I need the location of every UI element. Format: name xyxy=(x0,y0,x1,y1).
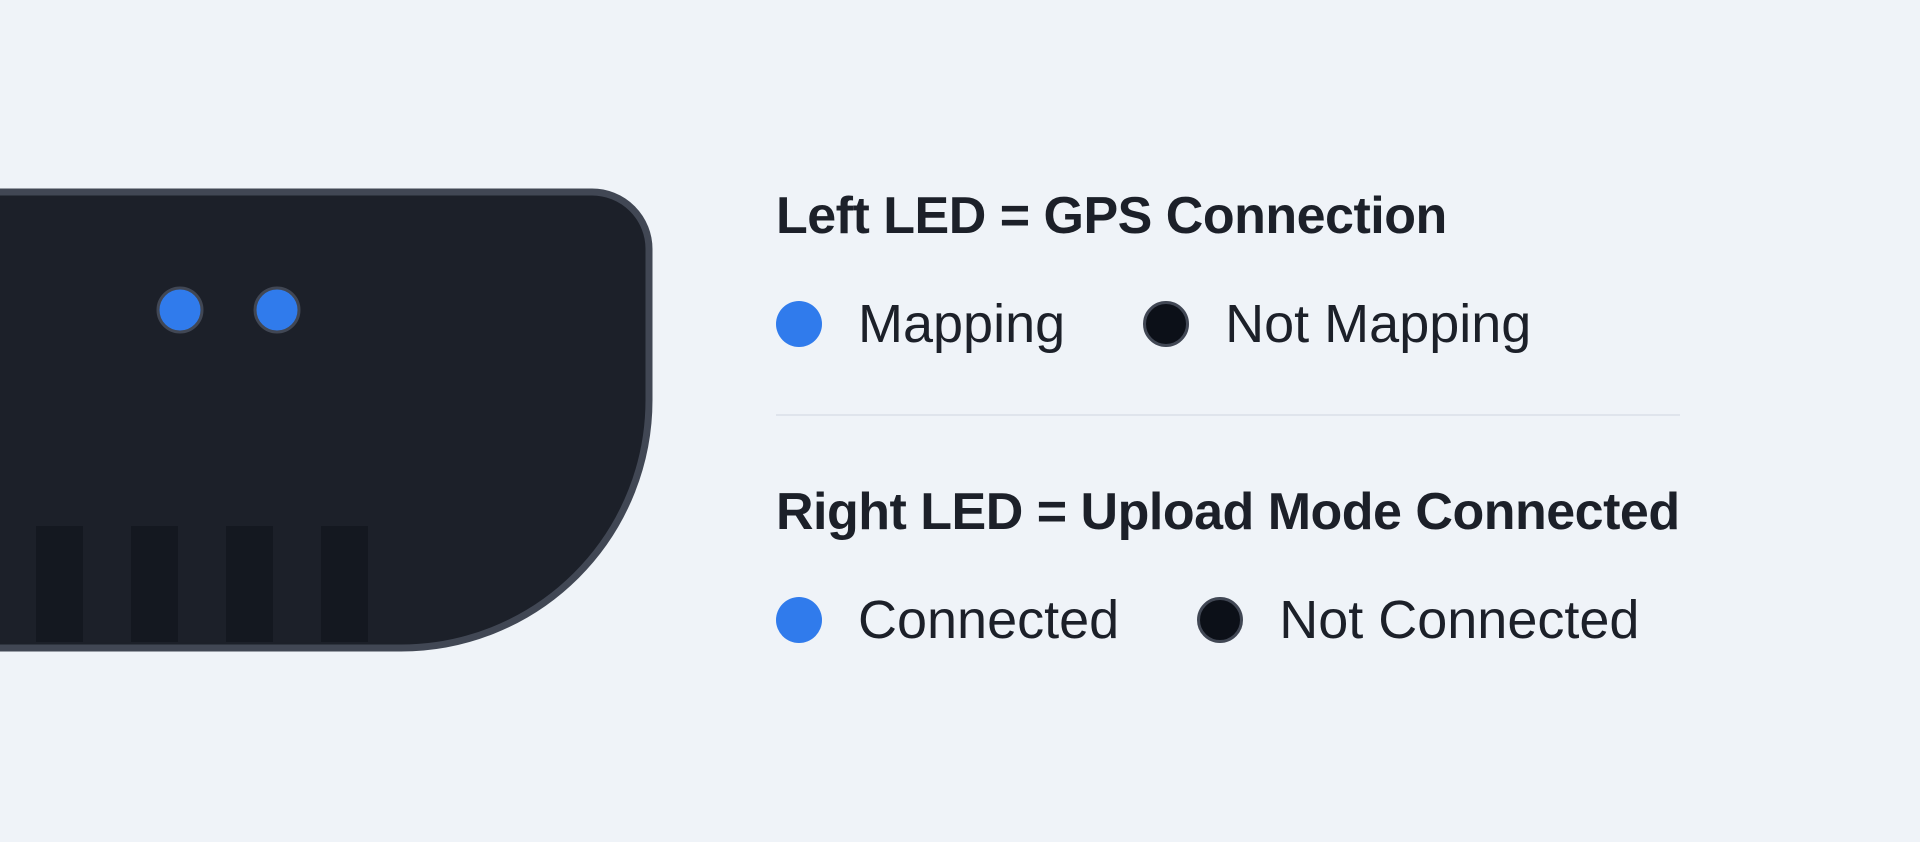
left-led-title: Left LED = GPS Connection xyxy=(776,187,1447,245)
state-not-connected: Not Connected xyxy=(1197,589,1639,651)
led-off-icon xyxy=(1197,597,1244,643)
state-not-mapping: Not Mapping xyxy=(1143,293,1531,355)
device-illustration xyxy=(0,188,653,652)
right-led-title: Right LED = Upload Mode Connected xyxy=(776,483,1680,541)
state-mapping: Mapping xyxy=(776,293,1065,355)
left-led-section: Left LED = GPS Connection Mapping Not Ma… xyxy=(776,184,1682,354)
left-led-states: Mapping Not Mapping xyxy=(776,294,1682,354)
section-divider xyxy=(776,414,1680,416)
port-slot xyxy=(226,526,273,642)
state-connected: Connected xyxy=(776,589,1119,651)
state-label: Not Mapping xyxy=(1225,294,1532,354)
left-led xyxy=(156,286,204,334)
led-off-icon xyxy=(1143,301,1190,347)
state-label: Connected xyxy=(858,590,1120,650)
port-slot xyxy=(321,526,368,642)
port-slot xyxy=(36,526,83,642)
port-slot xyxy=(131,526,178,642)
led-on-icon xyxy=(776,301,822,347)
right-led-section: Right LED = Upload Mode Connected Connec… xyxy=(776,480,1682,650)
state-label: Mapping xyxy=(858,294,1066,354)
right-led-states: Connected Not Connected xyxy=(776,590,1682,650)
state-label: Not Connected xyxy=(1279,590,1640,650)
right-led xyxy=(253,286,301,334)
led-legend: Left LED = GPS Connection Mapping Not Ma… xyxy=(776,184,1682,650)
led-on-icon xyxy=(776,597,822,643)
